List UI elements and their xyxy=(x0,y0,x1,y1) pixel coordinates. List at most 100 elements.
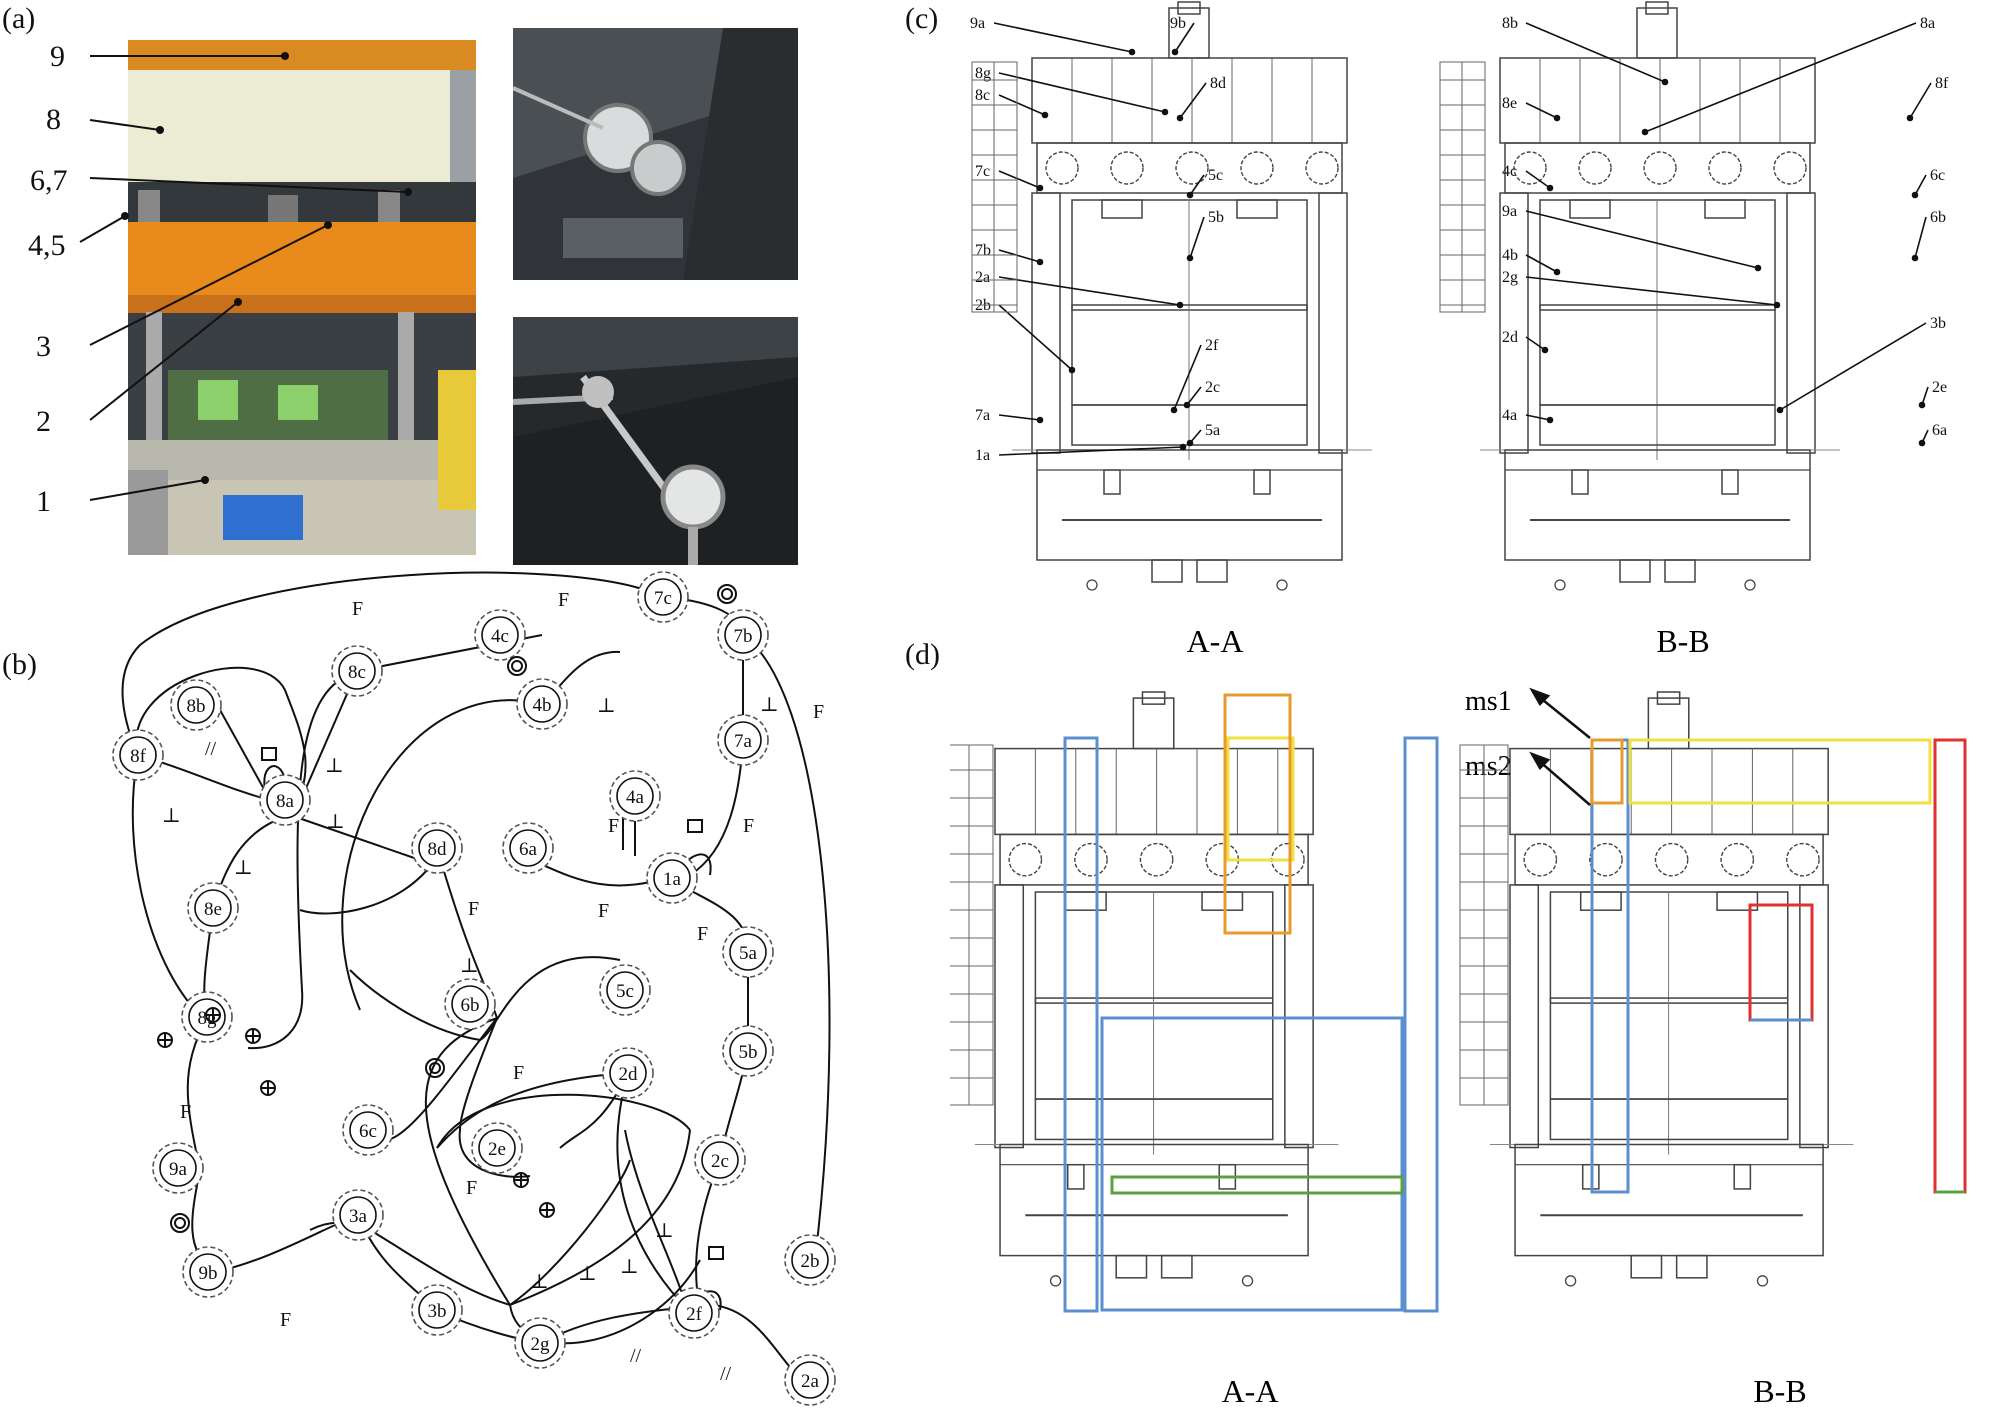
graph-node: 7b xyxy=(717,609,769,661)
graph-node-label: 7c xyxy=(654,588,672,609)
press-label-1: 1 xyxy=(36,485,51,518)
edge-label: F xyxy=(180,1101,191,1123)
leader-label-left: 5b xyxy=(1208,209,1224,226)
press-label-6-7: 6,7 xyxy=(30,164,68,197)
section-drawings-d: ms1 ms2 A-A B-B xyxy=(950,686,1967,1409)
graph-node: 6c xyxy=(342,1104,394,1156)
graph-node-label: 8f xyxy=(130,746,147,767)
edge-label: F xyxy=(743,815,754,837)
graph-edge-labels: F F F F F F F F F F F F ⊥ ⊥ ⊥ ⊥ ⊥ ⊥ ⊥ ⊥ … xyxy=(162,589,824,1385)
edge-label: ⊥ xyxy=(578,1263,597,1285)
leader-label-right: 8b xyxy=(1502,15,1518,32)
graph-node: 6b xyxy=(444,978,496,1030)
leader-label-right: 4a xyxy=(1502,407,1517,424)
ms1-label: ms1 xyxy=(1465,686,1512,717)
press-label-leaders xyxy=(79,52,412,501)
graph-node-label: 8e xyxy=(204,899,222,920)
panel-label-b: (b) xyxy=(2,648,37,681)
leader-label-left: 2a xyxy=(975,269,990,286)
edge-label: F xyxy=(280,1309,291,1331)
graph-node: 8b xyxy=(170,679,222,731)
graph-node: 3b xyxy=(411,1284,463,1336)
leader-label-right: 6c xyxy=(1930,167,1945,184)
panel-label-a: (a) xyxy=(2,2,36,35)
graph-node-label: 4a xyxy=(626,787,645,808)
graph-node-label: 8b xyxy=(187,696,206,717)
edge-label: // xyxy=(630,1345,642,1367)
leader-label-left: 1a xyxy=(975,447,990,464)
leader-label-left: 2f xyxy=(1205,337,1219,354)
graph-node-label: 8d xyxy=(428,839,448,860)
leader-label-right: 8a xyxy=(1920,15,1935,32)
dial-gauge-illustration-top xyxy=(513,28,798,280)
leader-label-left: 7a xyxy=(975,407,990,424)
view-label-d-right: B-B xyxy=(1753,1373,1806,1409)
leader-label-left: 5c xyxy=(1208,167,1223,184)
leader-label-left: 8d xyxy=(1210,75,1226,92)
press-label-3: 3 xyxy=(36,330,51,363)
graph-node-label: 2a xyxy=(801,1371,820,1392)
graph-node-label: 9a xyxy=(169,1159,188,1180)
edge-label: ⊥ xyxy=(655,1220,674,1242)
graph-node: 3a xyxy=(332,1189,384,1241)
graph-node-label: 4c xyxy=(491,626,509,647)
edge-label: F xyxy=(466,1177,477,1199)
graph-node: 2c xyxy=(694,1134,746,1186)
leader-label-left: 9b xyxy=(1170,15,1186,32)
edge-label: F xyxy=(598,900,609,922)
leader-label-right: 2g xyxy=(1502,269,1518,286)
graph-node: 2e xyxy=(471,1122,523,1174)
edge-label: F xyxy=(697,923,708,945)
edge-label: ⊥ xyxy=(162,805,181,827)
graph-node: 6a xyxy=(502,822,554,874)
leader-label-right: 8f xyxy=(1935,75,1949,92)
graph-node-label: 2d xyxy=(619,1064,639,1085)
leader-label-left: 2c xyxy=(1205,379,1220,396)
graph-node-label: 8a xyxy=(276,791,295,812)
edge-label: ⊥ xyxy=(530,1271,549,1293)
press-label-2: 2 xyxy=(36,405,51,438)
leader-label-right: 4c xyxy=(1502,163,1517,180)
graph-node: 4a xyxy=(609,770,661,822)
graph-node-label: 2c xyxy=(711,1151,729,1172)
leader-label-left: 7c xyxy=(975,163,990,180)
edge-label: F xyxy=(468,898,479,920)
view-label-c-right: B-B xyxy=(1656,623,1709,659)
leader-label-right: 6a xyxy=(1932,422,1947,439)
leader-label-right: 9a xyxy=(1502,203,1517,220)
graph-node: 2f xyxy=(668,1287,720,1339)
graph-node-label: 5a xyxy=(739,943,758,964)
leader-label-left: 9a xyxy=(970,15,985,32)
graph-node: 5a xyxy=(722,926,774,978)
graph-node-label: 2b xyxy=(801,1251,820,1272)
edge-label: ⊥ xyxy=(760,694,779,716)
graph-node: 8c xyxy=(331,645,383,697)
graph-node-label: 5b xyxy=(739,1042,758,1063)
graph-node-label: 3b xyxy=(428,1301,447,1322)
graph-node-label: 6b xyxy=(461,995,480,1016)
dial-gauge-photo-top xyxy=(513,28,798,280)
leader-label-left: 5a xyxy=(1205,422,1220,439)
leader-label-left: 8c xyxy=(975,87,990,104)
graph-node: 4b xyxy=(516,678,568,730)
dial-gauge-illustration-bottom xyxy=(513,317,798,565)
graph-node-label: 2g xyxy=(531,1334,551,1355)
leader-label-right: 8e xyxy=(1502,95,1517,112)
graph-node: 5c xyxy=(599,964,651,1016)
view-label-d-left: A-A xyxy=(1222,1373,1279,1409)
graph-node-label: 3a xyxy=(349,1206,368,1227)
edge-label: // xyxy=(205,738,217,760)
graph-node: 1a xyxy=(646,852,698,904)
panel-label-d: (d) xyxy=(905,638,940,671)
edge-label: F xyxy=(813,701,824,723)
graph-node: 4c xyxy=(474,609,526,661)
edge-label: // xyxy=(720,1363,732,1385)
ms2-label: ms2 xyxy=(1465,751,1512,782)
graph-symbols xyxy=(157,584,737,1260)
graph-node-label: 2f xyxy=(686,1304,703,1325)
graph-node: 8d xyxy=(411,822,463,874)
graph-node: 8f xyxy=(112,729,164,781)
